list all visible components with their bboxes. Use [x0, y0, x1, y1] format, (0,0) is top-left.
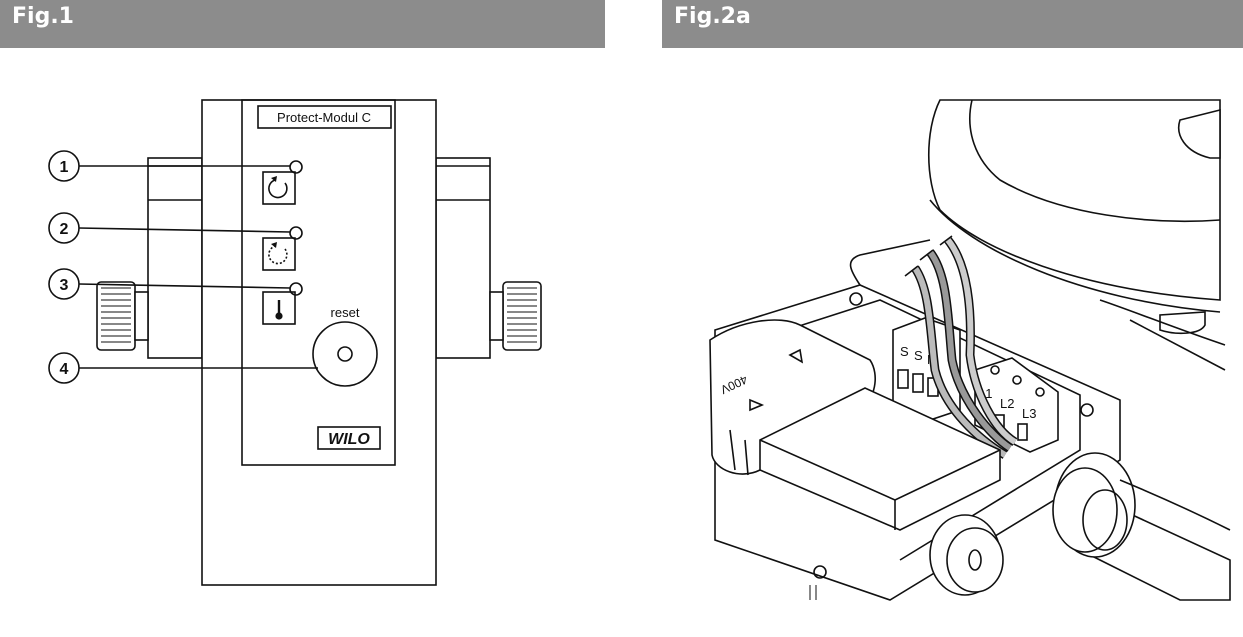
svg-text:L3: L3 [1022, 406, 1036, 421]
rotation-icon [262, 171, 296, 205]
cable-wires [904, 235, 1018, 459]
brand-badge [317, 426, 381, 450]
thermometer-icon [262, 291, 296, 325]
cover-voltage-label: 400V [718, 372, 749, 397]
svg-text:L1: L1 [978, 386, 992, 401]
plug-in-module [759, 387, 1001, 531]
reset-label: reset [331, 305, 360, 320]
svg-text:L2: L2 [1000, 396, 1014, 411]
svg-text:S: S [914, 348, 923, 363]
callout-1: 1 [48, 150, 290, 182]
svg-text:S: S [900, 344, 909, 359]
svg-text:1: 1 [60, 159, 69, 176]
module-label-box [257, 105, 392, 129]
dashed-rotation-icon [262, 237, 296, 271]
right-clamp [435, 157, 542, 359]
fig2a-title: Fig.2a [674, 4, 751, 29]
box-cover: 400V [709, 319, 876, 476]
module-label: Protect-Modul C [277, 110, 371, 125]
svg-text:M: M [927, 352, 938, 367]
svg-text:2: 2 [60, 221, 69, 238]
reset-button-center [337, 346, 353, 362]
fig1-header: Fig.1 [0, 0, 605, 48]
module-front-panel [241, 99, 396, 466]
fig1-title: Fig.1 [12, 4, 74, 29]
fig2a-header: Fig.2a [662, 0, 1243, 48]
svg-text:4: 4 [60, 361, 69, 378]
blind-plug [929, 514, 1004, 596]
svg-text:3: 3 [60, 277, 69, 294]
fig1-drawing: Protect-Modul C reset WILO 1 2 3 [48, 99, 542, 586]
callout-2: 2 [48, 212, 291, 244]
led-3 [289, 282, 303, 296]
led-1 [289, 160, 303, 174]
callout-4: 4 [48, 352, 318, 384]
motor-housing [928, 99, 1226, 371]
terminal-block-ssm: S S M [892, 317, 961, 421]
left-clamp [96, 157, 203, 359]
callout-3: 3 [48, 268, 291, 300]
led-2 [289, 226, 303, 240]
brand-logo: WILO [328, 431, 370, 448]
cable-gland [1052, 452, 1231, 601]
terminal-block-l1-l3: L1 L2 L3 [974, 357, 1059, 453]
terminal-box [714, 239, 1121, 601]
